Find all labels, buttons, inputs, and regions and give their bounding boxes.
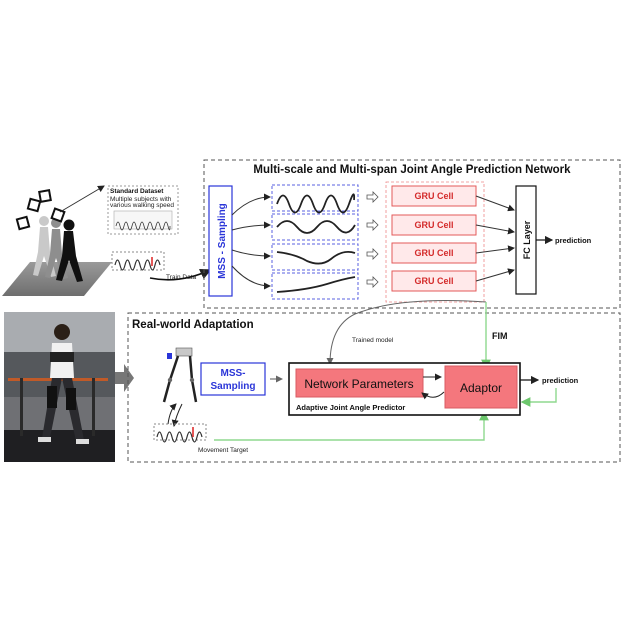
signal-scale-3 (276, 250, 356, 265)
signal-scale-1 (276, 193, 356, 214)
real-world-adaptation-panel: Real-world Adaptation Trained model FIM … (127, 300, 621, 463)
signal-scale-4 (276, 276, 356, 293)
mss-sampling-label: MSS - Sampling (217, 203, 228, 279)
trained-model-label: Trained model (352, 337, 394, 344)
dataset-description-2: various walking speed (110, 202, 174, 209)
adaptation-mss-sampling-block (200, 362, 266, 396)
dataset-title: Standard Dataset (110, 188, 164, 195)
exoskeleton-icon (162, 347, 198, 403)
signal-scale-2 (276, 220, 356, 234)
train-data-signal: Train Data (111, 251, 212, 281)
walker-silhouette-front (56, 219, 83, 282)
gru-cell-2: GRU Cell (391, 214, 477, 236)
photo-to-adaptation-arrow (115, 364, 134, 392)
adaptor-block (444, 365, 518, 409)
standard-dataset-card: Standard Dataset Multiple subjects with … (107, 185, 179, 235)
svg-text:GRU Cell: GRU Cell (414, 248, 453, 258)
real-world-photo (4, 312, 134, 462)
dataset-signal-preview (115, 221, 171, 231)
movement-target-signal: Movement Target (153, 423, 248, 454)
sensor-icons (15, 189, 66, 231)
multi-scale-signal-boxes (271, 184, 359, 300)
network-prediction-label: prediction (555, 236, 592, 245)
prediction-network-panel: Multi-scale and Multi-span Joint Angle P… (203, 159, 621, 309)
dataset-description-1: Multiple subjects with (110, 196, 172, 203)
adaptation-prediction-label: prediction (542, 376, 579, 385)
adaptor-label: Adaptor (460, 381, 502, 395)
network-parameters-label: Network Parameters (304, 377, 413, 391)
prediction-network-title: Multi-scale and Multi-span Joint Angle P… (253, 164, 571, 176)
gru-cell-1: GRU Cell (391, 185, 477, 207)
adaptation-title: Real-world Adaptation (132, 319, 254, 331)
network-parameters-block (295, 368, 424, 398)
walking-subjects-illustration (2, 185, 112, 296)
train-data-label: Train Data (166, 274, 196, 281)
mss-sampling-block (208, 185, 233, 297)
movement-target-label: Movement Target (198, 447, 248, 454)
adaptive-predictor-label: Adaptive Joint Angle Predictor (296, 403, 405, 412)
subject-with-exoskeleton (38, 324, 89, 444)
fc-layer-label: FC Layer (522, 220, 532, 259)
gru-cell-4: GRU Cell (391, 270, 477, 292)
fim-label: FIM (492, 331, 508, 341)
svg-text:GRU Cell: GRU Cell (414, 276, 453, 286)
hollow-arrows (366, 191, 379, 288)
adaptation-mss-label-2: Sampling (210, 381, 255, 392)
svg-text:GRU Cell: GRU Cell (414, 220, 453, 230)
gru-cell-3: GRU Cell (391, 242, 477, 264)
svg-text:GRU Cell: GRU Cell (414, 191, 453, 201)
adaptation-mss-label-1: MSS- (221, 368, 246, 379)
